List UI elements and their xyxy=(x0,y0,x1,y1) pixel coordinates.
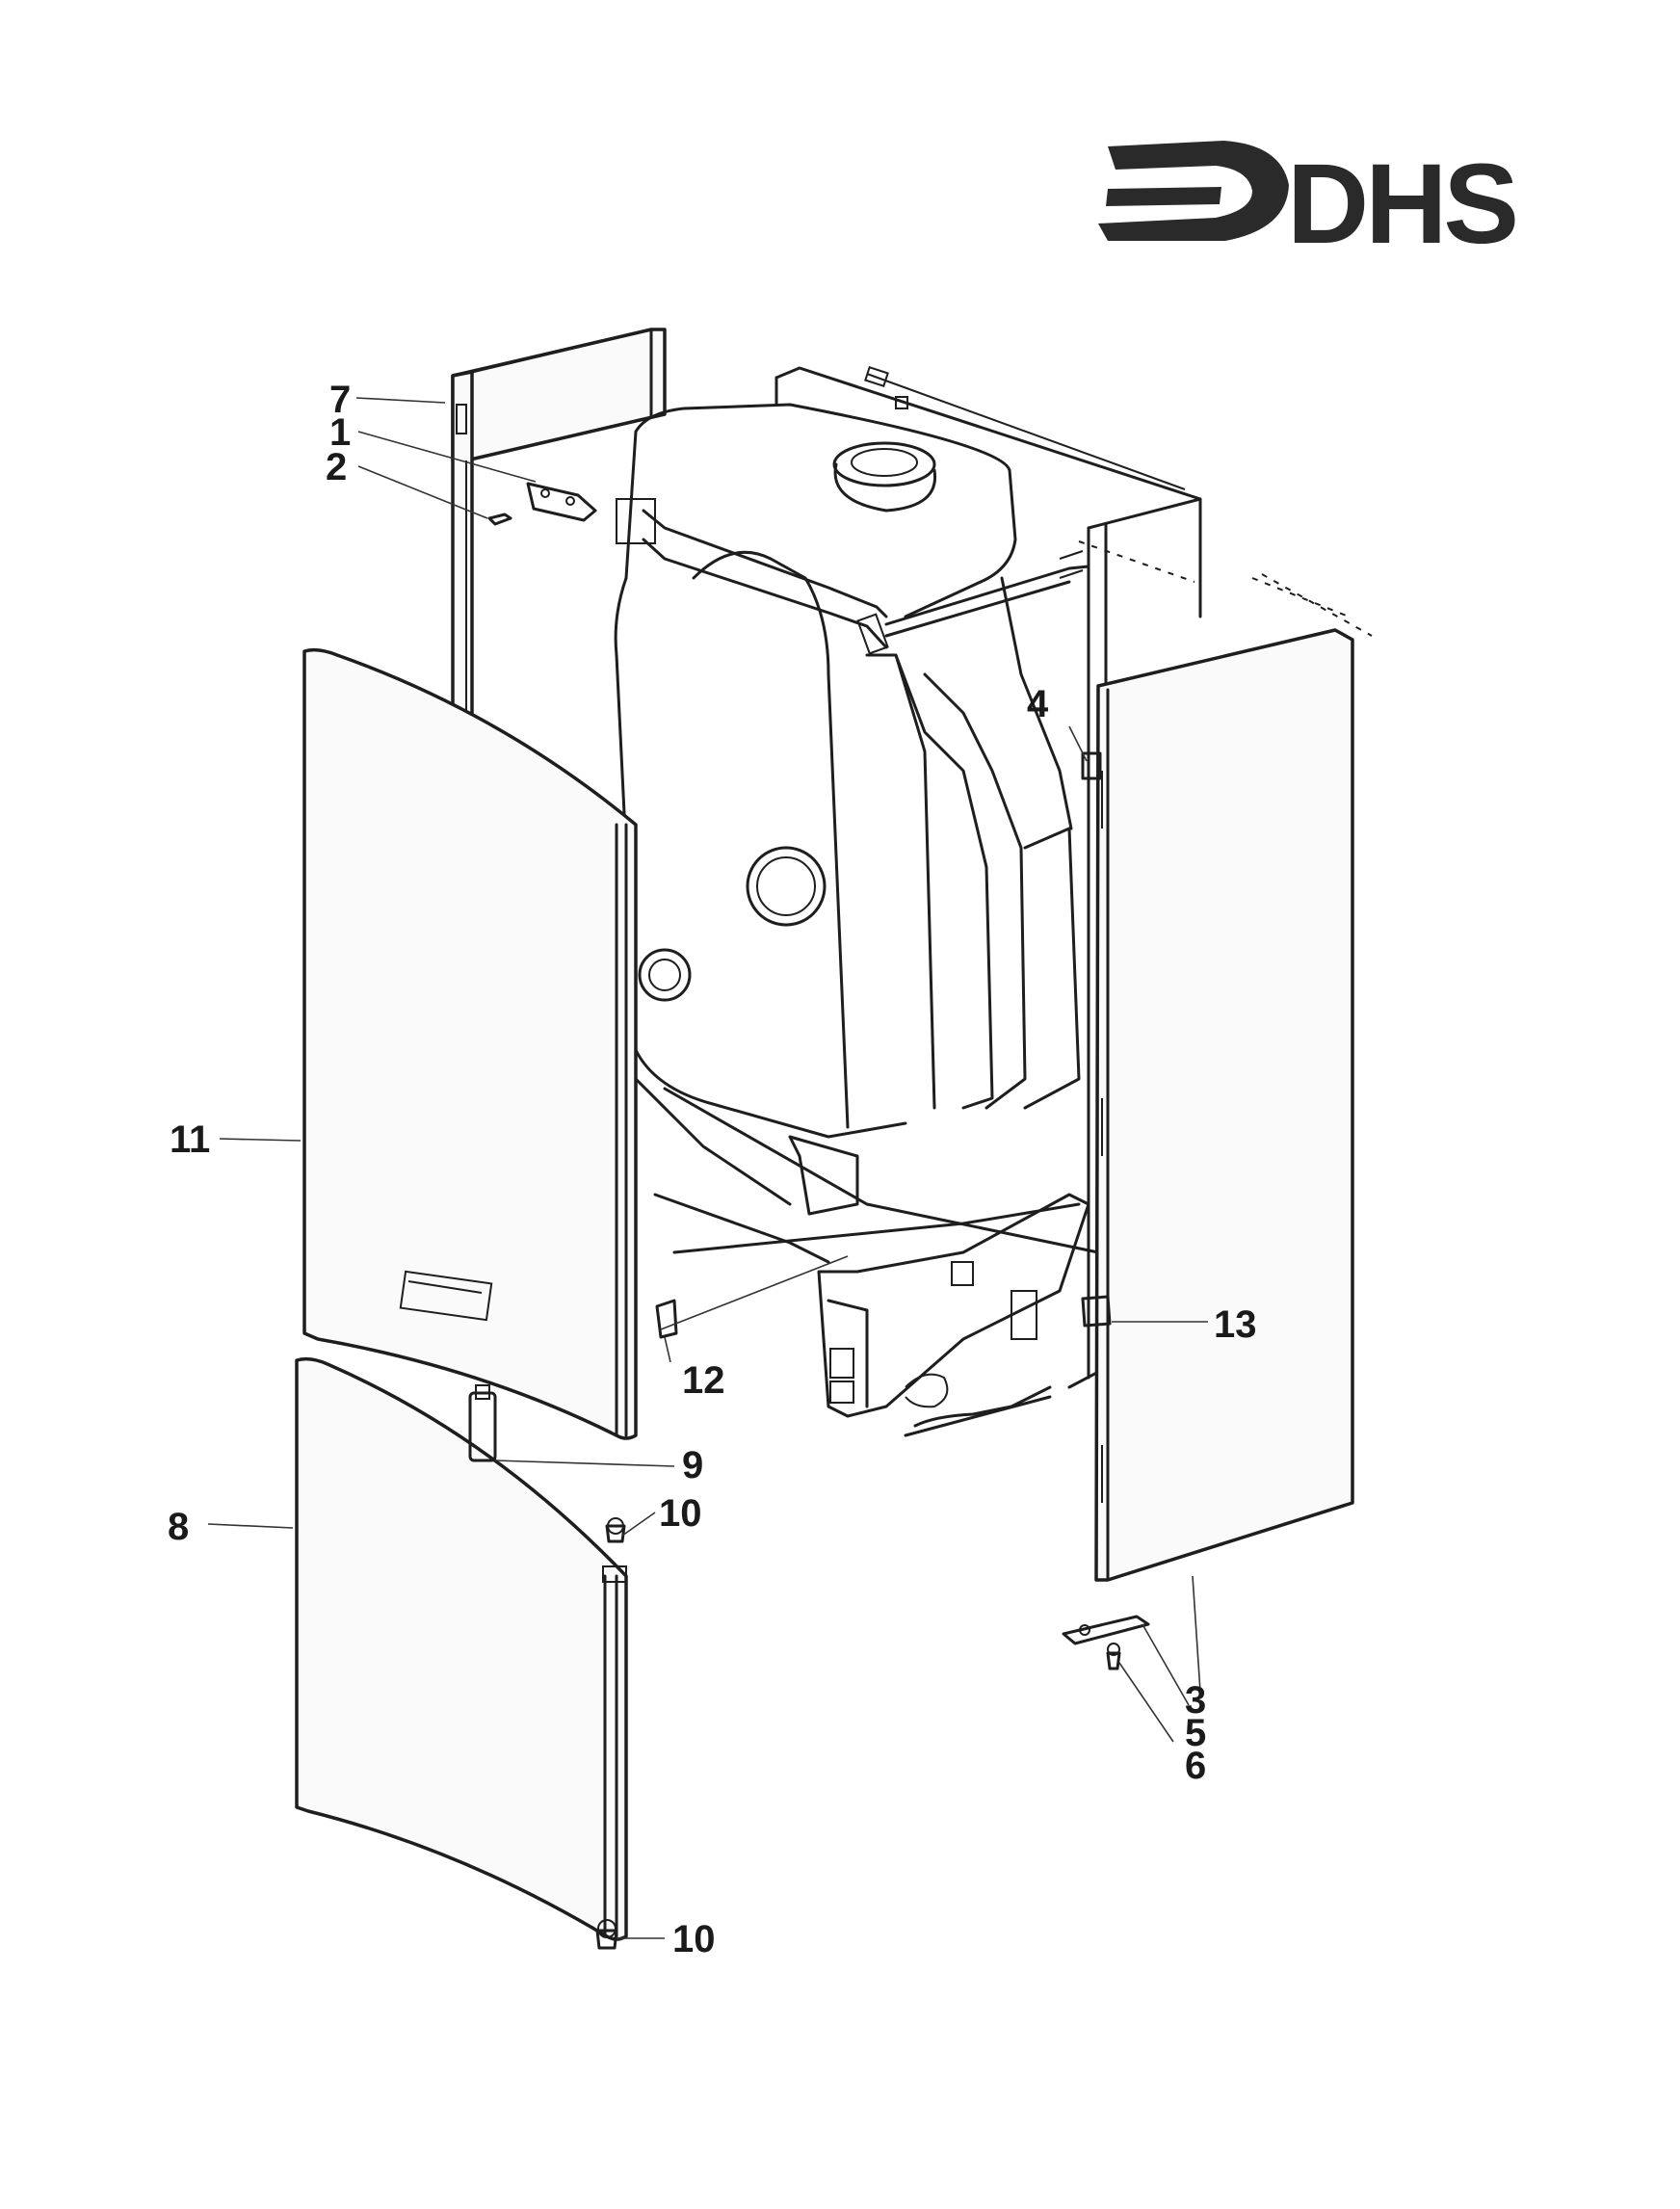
boiler-body xyxy=(614,403,1090,1139)
callout-label: 7 xyxy=(329,379,351,421)
part-6-screw xyxy=(1106,1651,1121,1670)
part-10-pivot-upper xyxy=(605,1524,626,1543)
leader-lines xyxy=(207,397,1208,1939)
callout-label: 1 xyxy=(329,411,351,454)
left-side-panel xyxy=(451,328,667,744)
callout-label: 13 xyxy=(1214,1303,1257,1346)
callout-label: 4 xyxy=(1027,683,1049,725)
callout-label: 10 xyxy=(659,1492,702,1535)
callout-label: 9 xyxy=(682,1444,703,1486)
callout-label: 3 xyxy=(1185,1679,1206,1722)
small-parts xyxy=(468,482,1150,1950)
part-9-hinge xyxy=(468,1391,497,1462)
callout-label: 10 xyxy=(672,1918,716,1960)
part-12-clip xyxy=(655,1299,678,1339)
logo-text: DHS xyxy=(1287,141,1515,268)
part-2-screw xyxy=(487,513,512,526)
right-side-panel xyxy=(1078,540,1373,1582)
callout-label: 11 xyxy=(170,1118,210,1161)
lower-frame xyxy=(634,1077,1100,1437)
part-1-bracket xyxy=(526,482,597,522)
part-5-washer xyxy=(1107,1643,1120,1656)
front-lower-panel xyxy=(295,1356,628,1941)
part-3-bracket xyxy=(1062,1615,1150,1645)
callout-labels: 7 1 2 4 11 12 13 8 9 10 3 5 6 10 xyxy=(168,379,1257,1960)
callout-label: 6 xyxy=(1185,1745,1206,1787)
front-upper-panel xyxy=(302,647,638,1440)
callout-label: 12 xyxy=(682,1359,725,1402)
callout-label: 5 xyxy=(1185,1712,1206,1754)
part-13-latch xyxy=(1081,1295,1112,1328)
callout-label: 2 xyxy=(326,446,347,488)
part-4-clip xyxy=(1081,751,1102,780)
arrow-mark xyxy=(1098,141,1289,241)
dhs-logo: DHS xyxy=(1098,141,1519,268)
part-10-pivot-lower xyxy=(595,1929,618,1950)
callout-label: 8 xyxy=(168,1506,189,1548)
